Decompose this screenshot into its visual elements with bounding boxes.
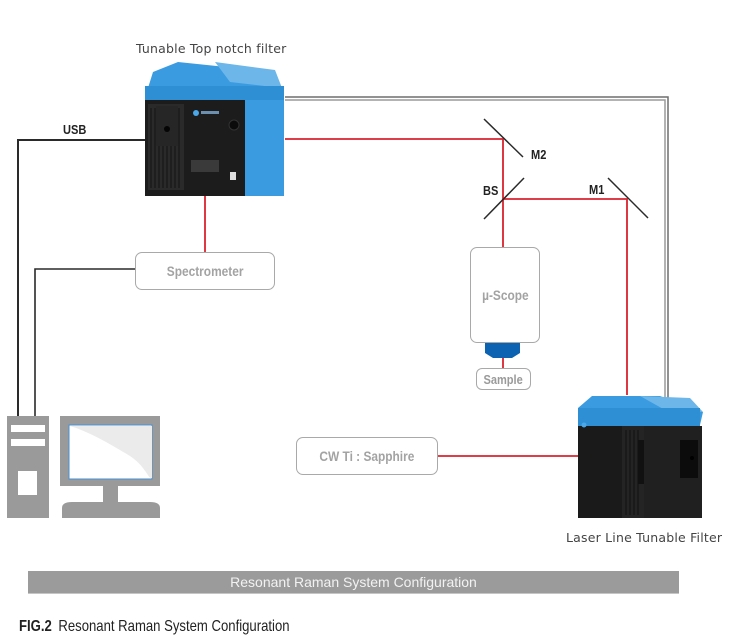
laser-source-label: CW Ti : Sapphire xyxy=(319,448,415,464)
computer-tower xyxy=(7,416,49,518)
beam-bs-to-m1 xyxy=(503,198,628,395)
beam-filter-to-m2 xyxy=(285,138,504,248)
optics xyxy=(483,118,649,220)
beam-splitter xyxy=(483,177,525,220)
brand-logo-icon xyxy=(581,422,587,428)
usb-cable xyxy=(17,139,148,418)
mirror-m1-label: M1 xyxy=(589,182,605,197)
laser-filter-caption: Laser Line Tunable Filter xyxy=(566,530,723,545)
figure-caption: FIG.2 Resonant Raman System Configuration xyxy=(19,618,290,636)
top-filter-caption: Tunable Top notch filter xyxy=(136,41,287,56)
beam-splitter-label: BS xyxy=(483,183,499,198)
microscope-box[interactable]: µ-Scope xyxy=(470,247,540,343)
configuration-banner: Resonant Raman System Configuration xyxy=(28,571,679,594)
microscope-label: µ-Scope xyxy=(481,287,529,303)
spectrometer-box[interactable]: Spectrometer xyxy=(135,252,275,290)
spectrometer-label: Spectrometer xyxy=(166,263,244,279)
computer-icon xyxy=(7,416,160,518)
objective-lens xyxy=(485,343,520,358)
laser-line-tunable-filter-device[interactable] xyxy=(578,396,703,518)
mirror-m1 xyxy=(607,177,649,219)
sync-cable xyxy=(285,96,669,400)
sample-box[interactable]: Sample xyxy=(476,368,531,390)
mirror-m2 xyxy=(483,118,524,158)
brand-logo-icon xyxy=(193,110,199,116)
mirror-m2-label: M2 xyxy=(531,147,547,162)
sample-label: Sample xyxy=(483,371,524,387)
spectrometer-cable xyxy=(34,268,136,418)
tunable-top-notch-filter-device[interactable] xyxy=(145,62,284,196)
laser-source-box[interactable]: CW Ti : Sapphire xyxy=(296,437,438,475)
figure-caption-text: Resonant Raman System Configuration xyxy=(58,618,290,635)
knob-icon xyxy=(228,119,240,131)
usb-label: USB xyxy=(63,122,87,137)
figure-number: FIG.2 xyxy=(19,618,52,635)
banner-title: Resonant Raman System Configuration xyxy=(230,574,477,590)
laser-beam-path xyxy=(204,138,628,457)
